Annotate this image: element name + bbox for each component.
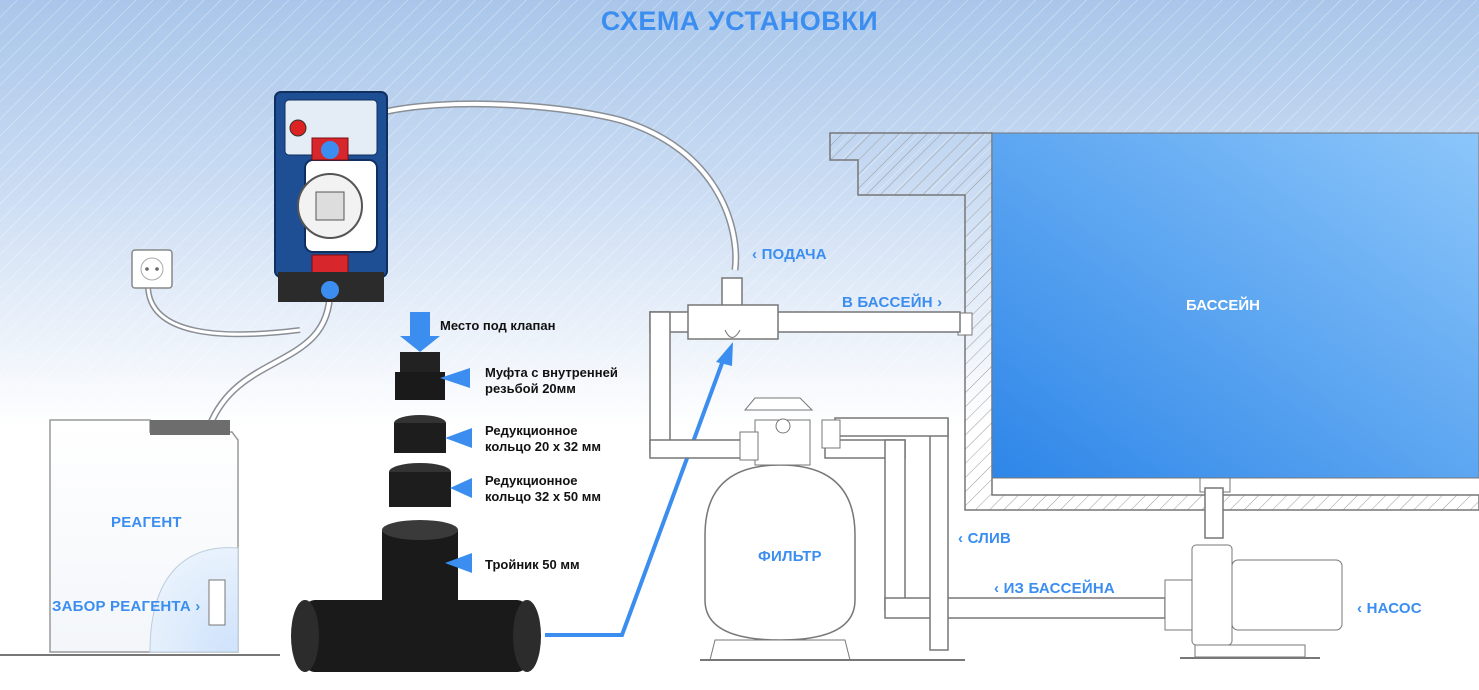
socket-face bbox=[140, 257, 164, 281]
reducer-20-32 bbox=[394, 423, 446, 453]
caption-valve-place: Место под клапан bbox=[440, 318, 556, 333]
injection-point bbox=[724, 329, 741, 338]
caption-coupling: Муфта с внутренней резьбой 20мм bbox=[485, 365, 618, 396]
reducer1-pointer bbox=[445, 428, 472, 448]
tee-branch bbox=[382, 530, 458, 600]
label-reagent: РЕАГЕНТ bbox=[111, 514, 182, 531]
filter-base bbox=[709, 639, 851, 661]
power-socket bbox=[131, 249, 173, 289]
label-from-pool: ‹ ИЗ БАССЕЙНА bbox=[994, 580, 1115, 597]
label-filter: ФИЛЬТР bbox=[758, 548, 822, 565]
label-supply: ‹ ПОДАЧА bbox=[752, 246, 827, 263]
arrow-left-icon: ‹ bbox=[994, 580, 1000, 597]
pump-inlet bbox=[1164, 579, 1196, 631]
install-point-arrowhead bbox=[716, 342, 733, 366]
label-drain: ‹ СЛИВ bbox=[958, 530, 1011, 547]
tee-pointer bbox=[445, 553, 472, 573]
power-cable bbox=[146, 286, 301, 336]
valve-place-arrow bbox=[400, 312, 440, 352]
pump-strainer bbox=[1191, 544, 1233, 646]
coupling-pointer bbox=[440, 368, 470, 388]
arrow-right-icon: › bbox=[195, 598, 201, 615]
caption-reducer-32-50: Редукционное кольцо 32 х 50 мм bbox=[485, 473, 601, 504]
pump-base bbox=[1194, 644, 1306, 658]
pump-motor bbox=[1231, 559, 1343, 631]
reducer2-pointer bbox=[450, 478, 472, 498]
reagent-tank-cap bbox=[150, 420, 230, 435]
coupling-nut bbox=[395, 372, 445, 400]
reducer-32-50 bbox=[389, 472, 451, 507]
label-pool: БАССЕЙН bbox=[1186, 297, 1260, 314]
caption-reducer-20-32: Редукционное кольцо 20 х 32 мм bbox=[485, 423, 601, 454]
page-title: СХЕМА УСТАНОВКИ bbox=[600, 6, 879, 36]
label-pump: ‹ НАСОС bbox=[1357, 600, 1422, 617]
sand-filter bbox=[704, 464, 856, 641]
discharge-marker bbox=[321, 141, 339, 159]
label-to-pool: В БАССЕЙН › bbox=[842, 294, 943, 311]
suction-marker bbox=[321, 281, 339, 299]
arrow-left-icon: ‹ bbox=[1357, 600, 1363, 617]
dosing-pump-knob bbox=[289, 119, 307, 137]
caption-tee: Тройник 50 мм bbox=[485, 557, 580, 572]
reagent-foot-valve bbox=[208, 579, 226, 626]
suction-hose bbox=[208, 289, 332, 426]
label-reagent-intake: ЗАБОР РЕАГЕНТА › bbox=[52, 598, 201, 615]
tee-50mm bbox=[305, 600, 527, 672]
arrow-left-icon: ‹ bbox=[752, 246, 758, 263]
arrow-left-icon: ‹ bbox=[958, 530, 964, 547]
arrow-right-icon: › bbox=[937, 294, 943, 311]
pool-piping bbox=[649, 277, 1224, 651]
reagent-liquid bbox=[149, 547, 239, 653]
pool-water bbox=[991, 132, 1479, 479]
